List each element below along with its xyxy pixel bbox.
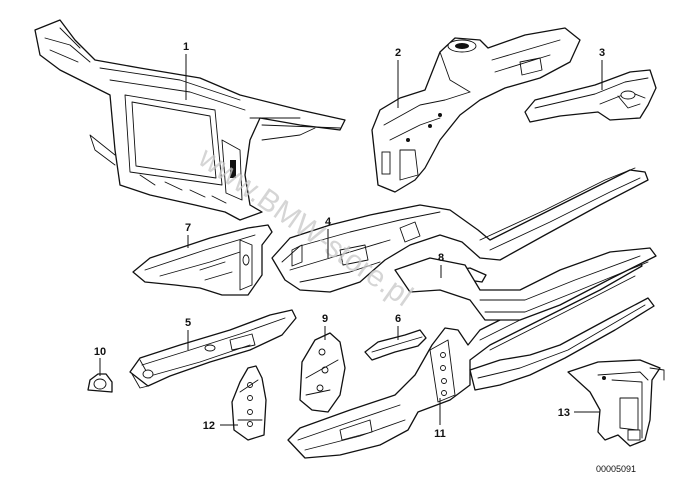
callout-8: 8 (438, 252, 444, 264)
part-9-bracket-plate (299, 332, 346, 413)
part-5-front-member (129, 309, 297, 389)
part-4-side-member (271, 167, 649, 293)
rear-rail-upper (394, 247, 657, 321)
part-1-front-panel (34, 19, 346, 221)
part-13-rear-bracket (567, 359, 665, 447)
callout-1: 1 (183, 41, 189, 53)
callout-10: 10 (94, 346, 106, 358)
part-10-grommet (87, 373, 113, 393)
callout-4: 4 (325, 216, 332, 228)
rear-rail-lower (469, 297, 655, 391)
callout-13: 13 (558, 407, 570, 419)
callout-6: 6 (395, 313, 401, 325)
callout-12: 12 (203, 420, 215, 432)
callout-7: 7 (185, 222, 191, 234)
part-3-bracket (524, 69, 657, 123)
callouts: 1 2 3 4 5 6 7 8 9 10 11 12 13 (94, 41, 605, 440)
callout-3: 3 (599, 47, 605, 59)
leader-lines (99, 54, 603, 426)
part-7-carrier (132, 224, 273, 296)
callout-5: 5 (185, 317, 191, 329)
callout-11: 11 (434, 428, 446, 440)
callout-9: 9 (322, 313, 328, 325)
part-2-wheel-house (371, 27, 581, 193)
document-number: 00005091 (596, 464, 636, 474)
part-6-channel-bracket (364, 329, 427, 361)
callout-2: 2 (395, 47, 401, 59)
part-12-reinforcement (231, 365, 267, 441)
